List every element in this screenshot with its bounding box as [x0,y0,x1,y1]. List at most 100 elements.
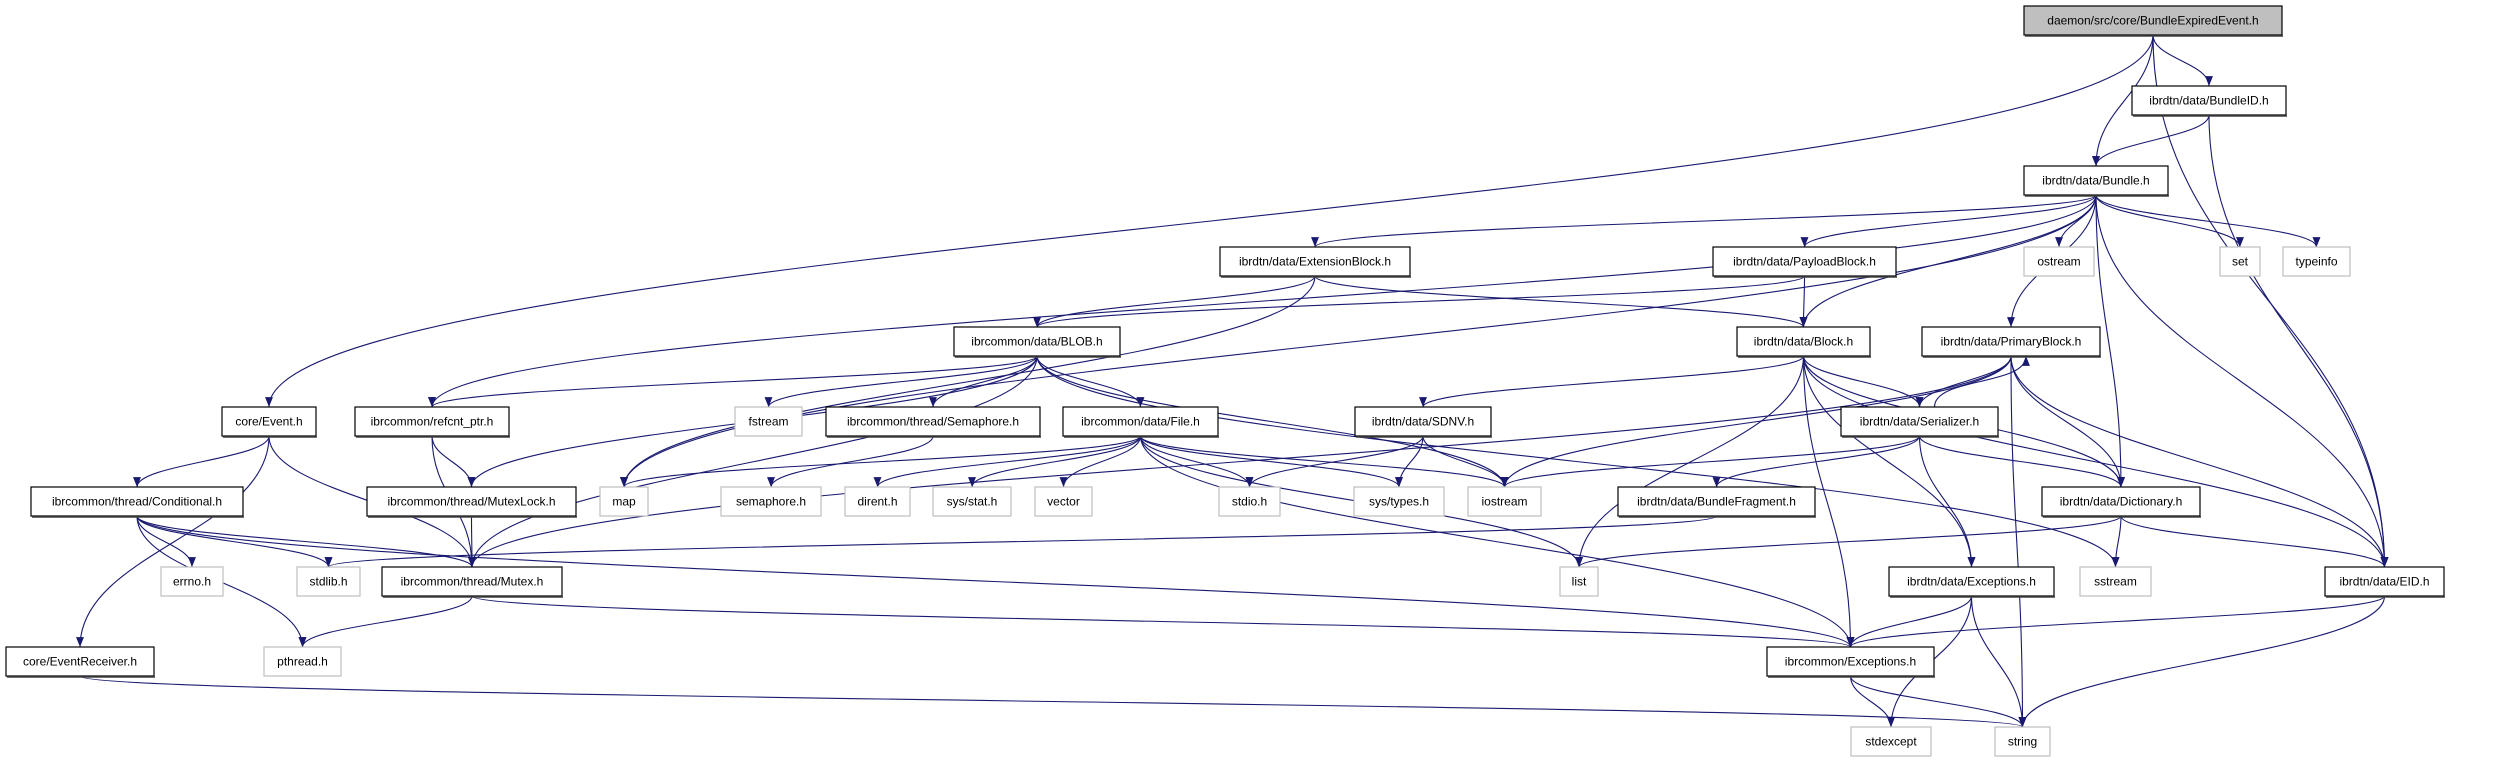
edge-root-to-event [265,34,2154,408]
edge-extblock-to-block [1314,275,1808,328]
node-box [825,406,1041,437]
node-box [2219,246,2261,277]
edge-bundle-to-block [1799,194,2097,328]
node-box [844,486,911,517]
node-stdio: stdio.h [1218,486,1281,517]
node-stdlib: stdlib.h [296,566,361,597]
node-systypes: sys/types.h [1353,486,1445,517]
node-bundleid[interactable]: ibrdtn/data/BundleID.h [2131,85,2287,117]
edge-file-to-stdio [1139,435,1254,488]
node-refcnt[interactable]: ibrcommon/refcnt_ptr.h [354,406,510,438]
node-box [1034,486,1093,517]
edge-bundle-to-typeinfo [2095,194,2321,248]
edge-file-to-sysstat [968,435,1142,488]
edge-dtnexc-to-comexc [1846,595,1973,648]
node-box [30,486,244,517]
node-primary[interactable]: ibrdtn/data/PrimaryBlock.h [1921,326,2101,358]
edge-eid-to-string [2018,595,2386,728]
node-label: sys/stat.h [947,495,998,509]
node-typeinfo: typeinfo [2282,246,2351,277]
node-label: daemon/src/core/BundleExpiredEvent.h [2047,14,2258,28]
node-dictionary[interactable]: ibrdtn/data/Dictionary.h [2041,486,2201,518]
node-mutexlock[interactable]: ibrcommon/thread/MutexLock.h [366,486,577,518]
node-comexc[interactable]: ibrcommon/Exceptions.h [1766,646,1935,678]
node-dtnexc[interactable]: ibrdtn/data/Exceptions.h [1888,566,2055,598]
node-blob[interactable]: ibrcommon/data/BLOB.h [953,326,1121,358]
node-box [720,486,822,517]
edge-receiver-to-string [79,675,2026,728]
node-box [2023,246,2095,277]
nodes: daemon/src/core/BundleExpiredEvent.h ibrd… [5,5,2445,757]
node-box [5,646,155,677]
edge-mutex-to-pthread [298,595,473,648]
edge-block-to-sdnv [1419,355,1805,408]
node-fragment[interactable]: ibrdtn/data/BundleFragment.h [1617,486,1816,518]
node-extblock[interactable]: ibrdtn/data/ExtensionBlock.h [1219,246,1411,278]
node-label: ibrcommon/thread/Semaphore.h [847,415,1019,429]
edge-blob-to-iostream [1036,355,1509,488]
node-conditional[interactable]: ibrcommon/thread/Conditional.h [30,486,244,518]
edge-conditional-to-mutex [136,515,476,568]
node-box [1354,406,1492,437]
edge-block-to-dtnexc [1802,355,1976,568]
node-box [599,486,649,517]
node-sdnv[interactable]: ibrdtn/data/SDNV.h [1354,406,1492,438]
node-label: ibrcommon/data/File.h [1081,415,1200,429]
edge-sdnv-to-stdio [1245,435,1424,488]
node-mutex[interactable]: ibrcommon/thread/Mutex.h [381,566,563,598]
edge-dictionary-to-sstream [2111,515,2122,568]
node-label: ibrdtn/data/Exceptions.h [1907,575,2036,589]
edge-block-to-comexc [1802,355,1855,648]
node-fstream: fstream [734,406,803,437]
edge-block-to-eid [1802,355,2389,568]
node-label: ibrdtn/data/ExtensionBlock.h [1239,255,1391,269]
edge-refcnt-to-mutexlock [431,435,476,488]
edge-sdnv-to-iostream [1422,435,1509,488]
edge-semaphore-to-semaphore_h [767,435,934,488]
node-block[interactable]: ibrdtn/data/Block.h [1736,326,1871,358]
edge-serializer-to-primary [1933,355,2030,408]
node-box [1888,566,2055,597]
node-label: ibrcommon/Exceptions.h [1785,655,1916,669]
node-box [381,566,563,597]
node-label: ibrdtn/data/Block.h [1754,335,1853,349]
edge-payload-to-block [1799,275,1808,328]
node-eid[interactable]: ibrdtn/data/EID.h [2324,566,2445,598]
node-semaphore[interactable]: ibrcommon/thread/Semaphore.h [825,406,1041,438]
node-label: fstream [748,415,788,429]
node-label: set [2232,255,2249,269]
edge-bundleid-to-bundle [2092,114,2210,167]
node-box [1617,486,1816,517]
node-box [1353,486,1445,517]
node-bundle[interactable]: ibrdtn/data/Bundle.h [2023,165,2169,197]
node-file[interactable]: ibrcommon/data/File.h [1062,406,1219,438]
edge-blob-to-file [1036,355,1145,408]
node-label: core/EventReceiver.h [23,655,137,669]
node-event[interactable]: core/Event.h [221,406,317,438]
node-label: ibrdtn/data/SDNV.h [1372,415,1474,429]
node-serializer[interactable]: ibrdtn/data/Serializer.h [1840,406,1999,438]
node-label: sstream [2094,575,2137,589]
node-root[interactable]: daemon/src/core/BundleExpiredEvent.h [2023,5,2283,37]
node-payload[interactable]: ibrdtn/data/PayloadBlock.h [1712,246,1897,278]
node-sysstat: sys/stat.h [932,486,1012,517]
edge-dictionary-to-eid [2120,515,2389,568]
node-label: string [2008,735,2037,749]
edge-primary-to-string [2010,355,2027,728]
node-box [953,326,1121,357]
edge-dictionary-to-list [1575,515,2122,568]
edge-payload-to-blob [1033,275,1806,328]
edge-conditional-to-errno [136,515,196,568]
node-box [160,566,224,597]
node-box [2023,5,2283,36]
node-box [2023,165,2169,196]
node-receiver[interactable]: core/EventReceiver.h [5,646,155,678]
edge-primary-to-iostream [1500,355,2012,488]
node-semaphore_h: semaphore.h [720,486,822,517]
node-box [932,486,1012,517]
edge-eid-to-comexc [1846,595,2386,648]
node-label: list [1572,575,1587,589]
edge-mutex-to-comexc [471,595,1854,648]
node-label: iostream [1481,495,1527,509]
edge-bundle-to-eid [2095,194,2389,568]
